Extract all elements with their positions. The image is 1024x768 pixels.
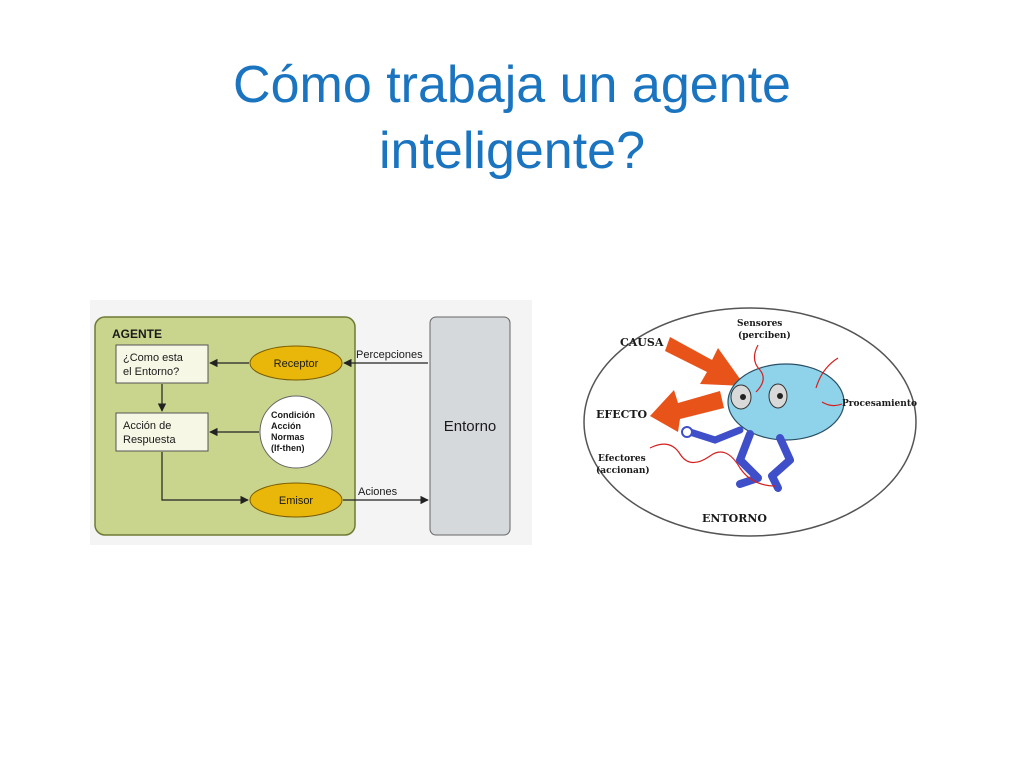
eye-left bbox=[740, 394, 746, 400]
perceptions-label: Percepciones bbox=[356, 349, 423, 361]
environment-label-right: ENTORNO bbox=[702, 512, 767, 525]
environment-box bbox=[429, 316, 511, 536]
action-text-2: Respuesta bbox=[123, 434, 176, 446]
question-box bbox=[115, 344, 209, 384]
receptor-label: Receptor bbox=[274, 358, 319, 370]
rules-circle bbox=[259, 395, 333, 469]
effectors-label-2: (accionan) bbox=[596, 465, 650, 476]
agent-label: AGENTE bbox=[112, 327, 162, 341]
creature-leg-left bbox=[736, 430, 762, 488]
eye-right bbox=[777, 393, 783, 399]
rules-text-4: (If-then) bbox=[271, 443, 305, 453]
action-to-emisor-arrow bbox=[161, 452, 249, 505]
cause-arrow bbox=[665, 337, 745, 386]
environment-label: Entorno bbox=[444, 418, 497, 435]
question-text-2: el Entorno? bbox=[123, 366, 179, 378]
creature-hand bbox=[681, 426, 693, 438]
actions-label: Aciones bbox=[358, 486, 398, 498]
sensor-signal-line bbox=[753, 344, 764, 393]
agent-figure: AGENTE ¿Como esta el Entorno? Acción de … bbox=[90, 300, 921, 545]
sensors-label-1: Sensores bbox=[737, 319, 782, 329]
emisor-ellipse bbox=[249, 482, 343, 518]
action-text-1: Acción de bbox=[123, 420, 171, 432]
processing-pointer-line bbox=[821, 401, 843, 407]
effect-label: EFECTO bbox=[596, 408, 648, 421]
rules-text-2: Acción bbox=[271, 421, 301, 431]
sensor-pointer-line bbox=[815, 357, 839, 389]
effectors-label-1: Efectores bbox=[598, 454, 646, 464]
creature-leg-right bbox=[768, 434, 794, 492]
effect-arrow bbox=[650, 390, 724, 432]
effector-signal-line bbox=[649, 443, 777, 487]
creature-arm bbox=[686, 426, 744, 444]
rules-text-3: Normas bbox=[271, 432, 305, 442]
receptor-ellipse bbox=[249, 345, 343, 381]
title-line-2: inteligente? bbox=[379, 122, 645, 180]
processing-label: Procesamiento bbox=[842, 399, 917, 409]
slide-title: Cómo trabaja un agente inteligente? bbox=[0, 52, 1024, 184]
action-box bbox=[115, 412, 209, 452]
question-text-1: ¿Como esta bbox=[123, 352, 184, 364]
emisor-label: Emisor bbox=[279, 495, 314, 507]
sensors-label-2: (perciben) bbox=[738, 330, 791, 341]
agent-diagram-svg: AGENTE ¿Como esta el Entorno? Acción de … bbox=[94, 300, 921, 545]
cause-label: CAUSA bbox=[620, 336, 664, 349]
title-line-1: Cómo trabaja un agente bbox=[233, 56, 791, 114]
rules-text-1: Condición bbox=[271, 410, 315, 420]
